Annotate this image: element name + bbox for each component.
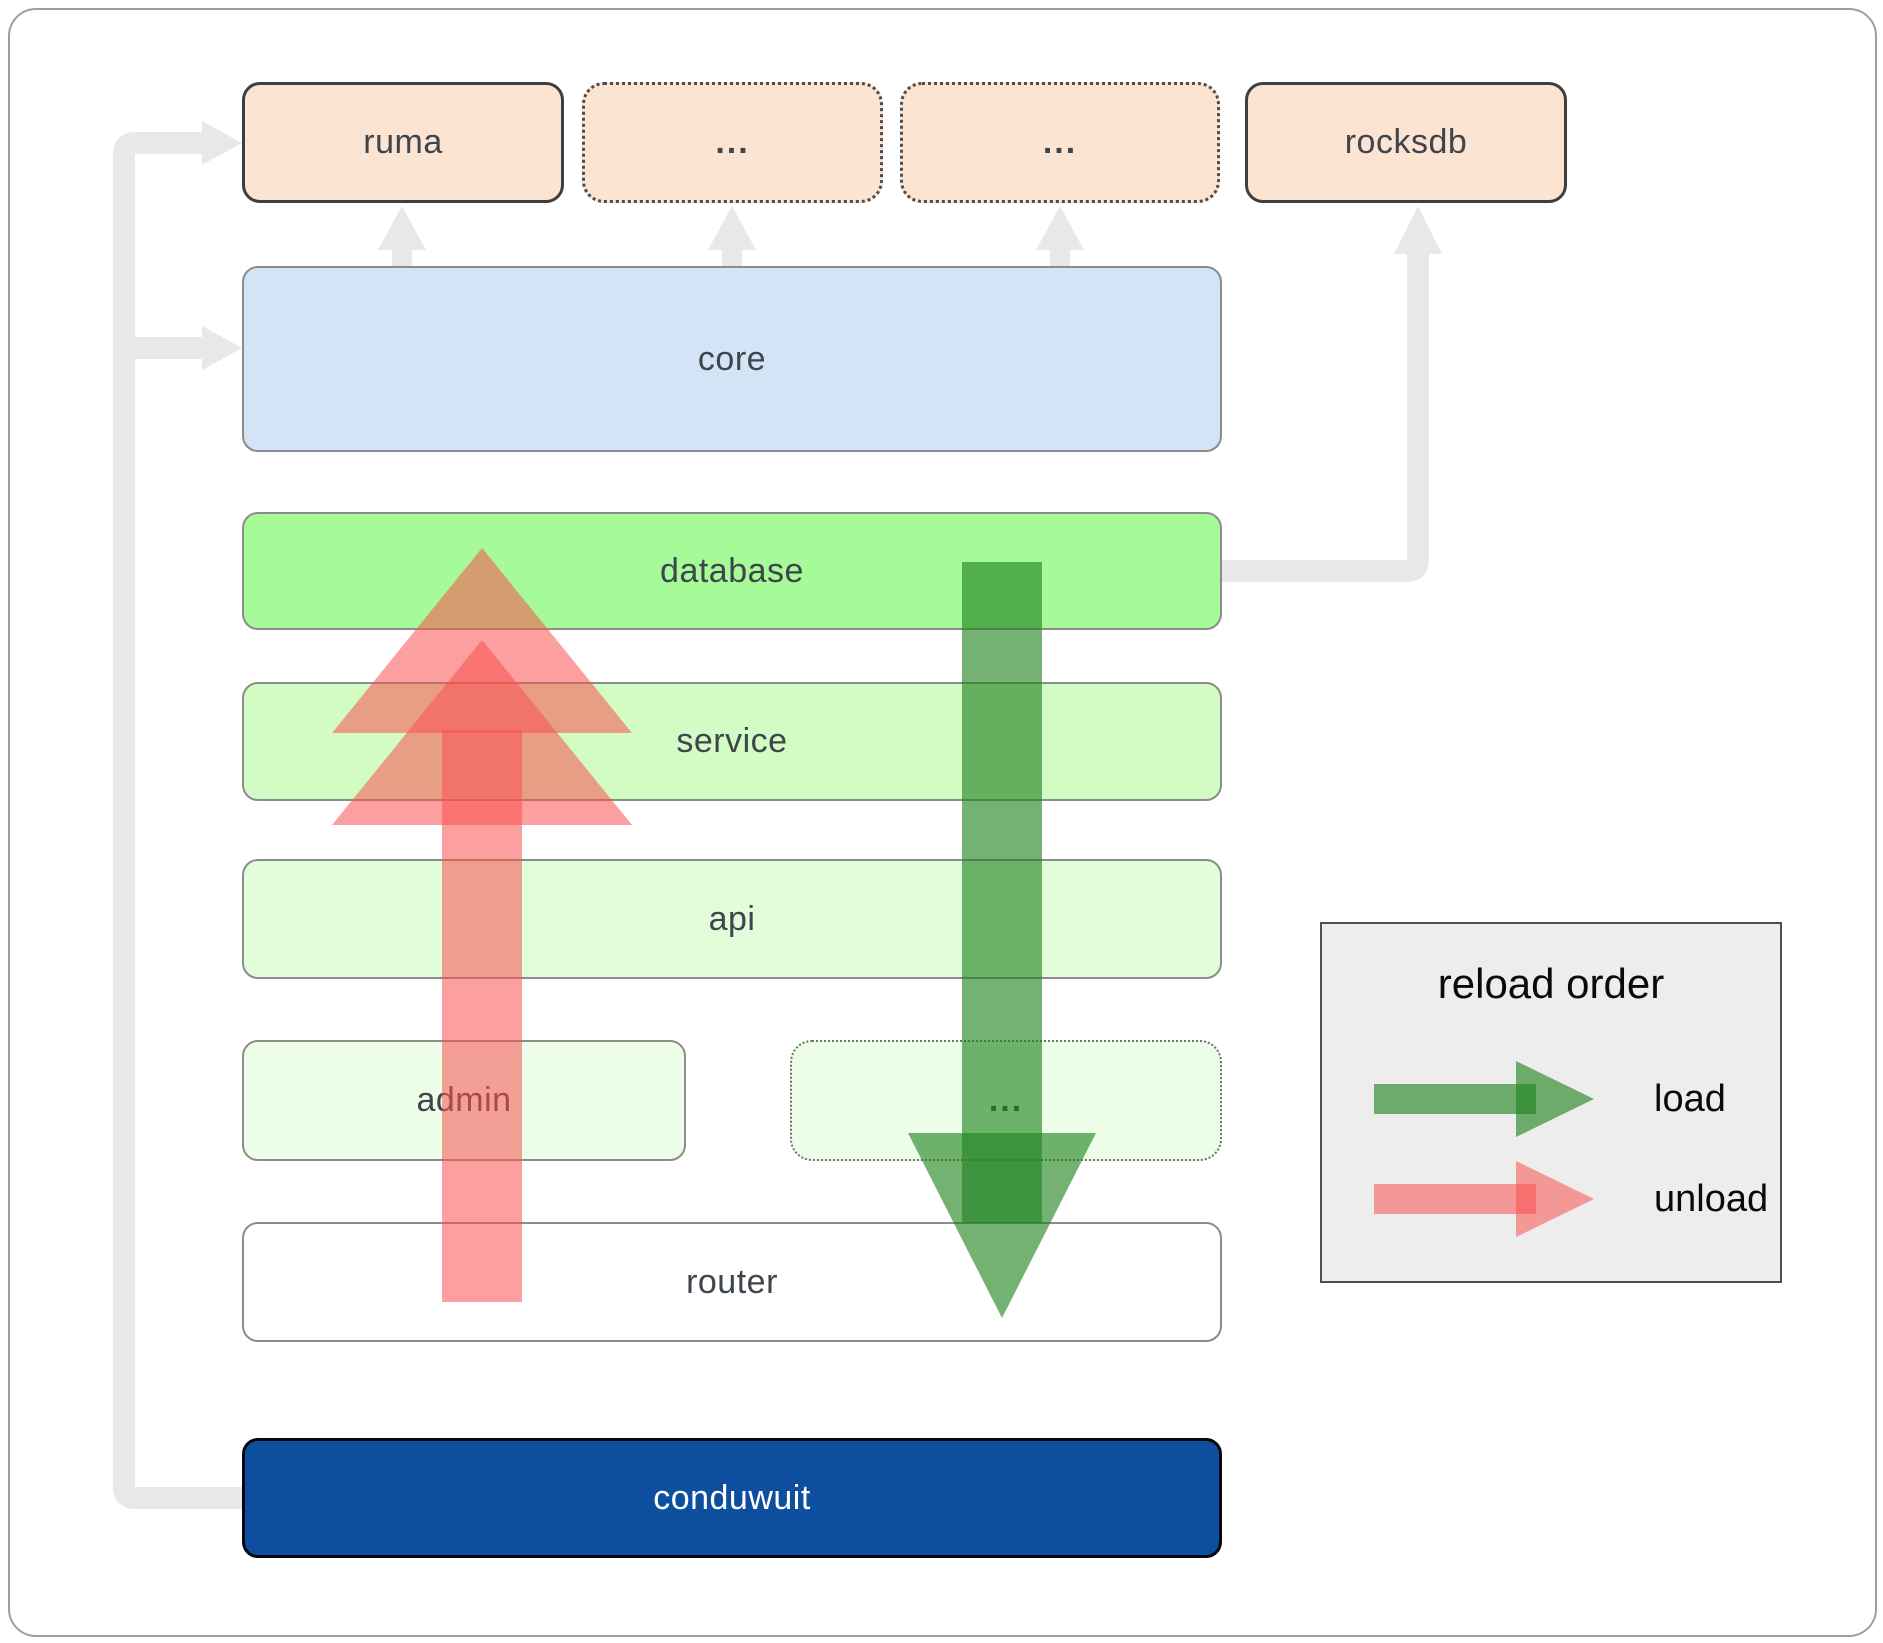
legend-unload-label: unload — [1654, 1177, 1769, 1220]
node-rocksdb-label: rocksdb — [1344, 123, 1468, 161]
node-conduwuit-label: conduwuit — [653, 1478, 811, 1517]
node-external-dots-1-label: ... — [715, 123, 750, 161]
node-core-label: core — [697, 339, 767, 378]
legend-load-label: load — [1654, 1077, 1726, 1120]
node-api: api — [242, 859, 1222, 979]
legend: reload order load unload — [1320, 922, 1782, 1283]
legend-row-unload: unload — [1360, 1144, 1768, 1254]
node-core: core — [242, 266, 1222, 452]
arrowhead-into-ruma-2 — [378, 206, 426, 250]
unload-arrow-shaft — [442, 730, 522, 1302]
node-router-label: router — [686, 1262, 778, 1301]
legend-title: reload order — [1437, 960, 1665, 1007]
load-arrow-icon — [1374, 1061, 1594, 1137]
conduwuit-to-ruma-connector — [113, 132, 242, 1509]
node-external-dots-1: ... — [582, 82, 883, 203]
arrowhead-into-ruma — [202, 121, 242, 165]
core-to-top-arrows — [378, 206, 1084, 268]
arrowhead-into-core — [202, 326, 242, 370]
arrowhead-into-ext1 — [708, 206, 756, 250]
arrow-shaft — [722, 246, 742, 268]
node-router: router — [242, 1222, 1222, 1342]
node-external-dots-2: ... — [900, 82, 1220, 203]
node-rocksdb: rocksdb — [1245, 82, 1567, 203]
load-arrow — [908, 562, 1096, 1318]
arrowhead-into-ext2 — [1036, 206, 1084, 250]
node-api-label: api — [708, 899, 756, 938]
node-database: database — [242, 512, 1222, 630]
unload-arrow-head-echo — [332, 640, 632, 825]
arrowhead-into-rocksdb — [1394, 206, 1442, 254]
arrow-shaft — [392, 246, 412, 268]
load-arrow-head — [908, 1133, 1096, 1318]
node-external-dots-2-label: ... — [1042, 123, 1078, 161]
legend-row-load: load — [1360, 1044, 1726, 1154]
node-database-label: database — [660, 551, 804, 590]
unload-arrow — [332, 548, 632, 1302]
arrow-shaft — [1050, 246, 1070, 268]
node-ruma: ruma — [242, 82, 564, 203]
node-service-label: service — [676, 722, 788, 760]
node-conduwuit: conduwuit — [242, 1438, 1222, 1558]
load-arrow-shaft — [962, 562, 1042, 1223]
unload-arrow-icon — [1374, 1161, 1594, 1237]
database-to-rocksdb-connector — [1222, 250, 1429, 582]
node-ruma-label: ruma — [363, 123, 443, 161]
